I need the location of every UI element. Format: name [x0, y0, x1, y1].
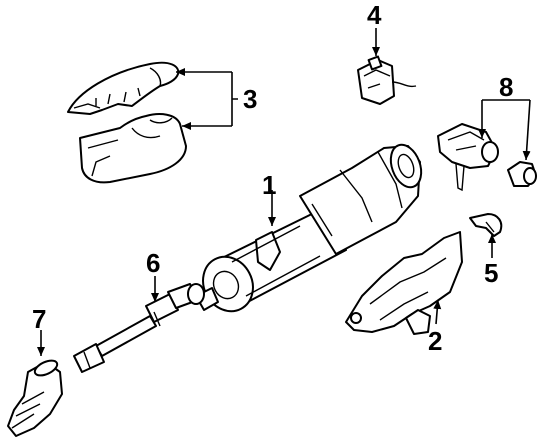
callout-4-label: 4: [367, 0, 382, 30]
steering-column-part-1: [195, 143, 423, 313]
lower-shroud: [79, 113, 187, 184]
callout-2-label: 2: [428, 326, 442, 356]
boot-part-7: [7, 359, 63, 437]
callout-6-label: 6: [146, 248, 160, 278]
callout-1-label: 1: [262, 170, 276, 200]
lower-bracket-part-2: [345, 231, 463, 335]
callout-8-label: 8: [499, 72, 513, 102]
callout-2-arrow: [433, 299, 442, 325]
callout-3-label: 3: [243, 84, 257, 114]
switch-part-4: [357, 55, 417, 105]
bulb-part-8: [507, 161, 537, 187]
callout-8-arrow-bulb: [522, 99, 531, 161]
callout-5-label: 5: [484, 258, 498, 288]
upper-shroud: [67, 61, 180, 115]
intermediate-shaft-part-6: [73, 283, 205, 373]
callout-7-label: 7: [32, 304, 46, 334]
clip-part-5: [469, 213, 503, 237]
lock-housing-part-8: [437, 123, 499, 192]
callout-3-bracket: [231, 72, 238, 126]
